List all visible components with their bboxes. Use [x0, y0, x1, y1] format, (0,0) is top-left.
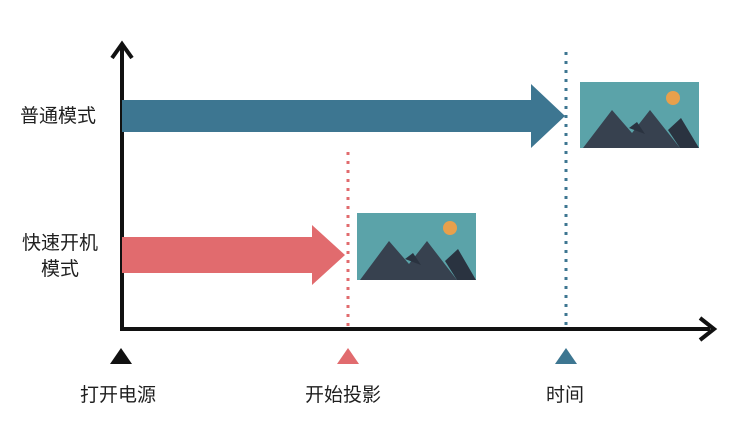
fast-boot-mode-label-line1: 快速开机 [21, 232, 98, 254]
time-label: 时间 [546, 384, 585, 406]
landscape-image-icon [357, 213, 476, 280]
landscape-image-icon [580, 82, 699, 148]
normal-mode-label: 普通模式 [20, 105, 97, 127]
projection-start-marker-icon [337, 348, 359, 364]
power-on-label: 打开电源 [80, 384, 157, 406]
x-axis-arrowhead [698, 316, 718, 342]
fast-boot-mode-label-line2: 模式 [40, 258, 79, 280]
y-axis-arrowhead [110, 40, 134, 60]
fast-boot-mode-arrow [122, 225, 345, 285]
time-marker-icon [555, 348, 577, 364]
axes [110, 40, 718, 342]
fast-boot-mode-label: 快速开机 模式 [20, 230, 100, 282]
normal-mode-arrow [122, 84, 565, 148]
power-on-marker-icon [110, 348, 132, 364]
projection-start-label: 开始投影 [305, 384, 382, 406]
